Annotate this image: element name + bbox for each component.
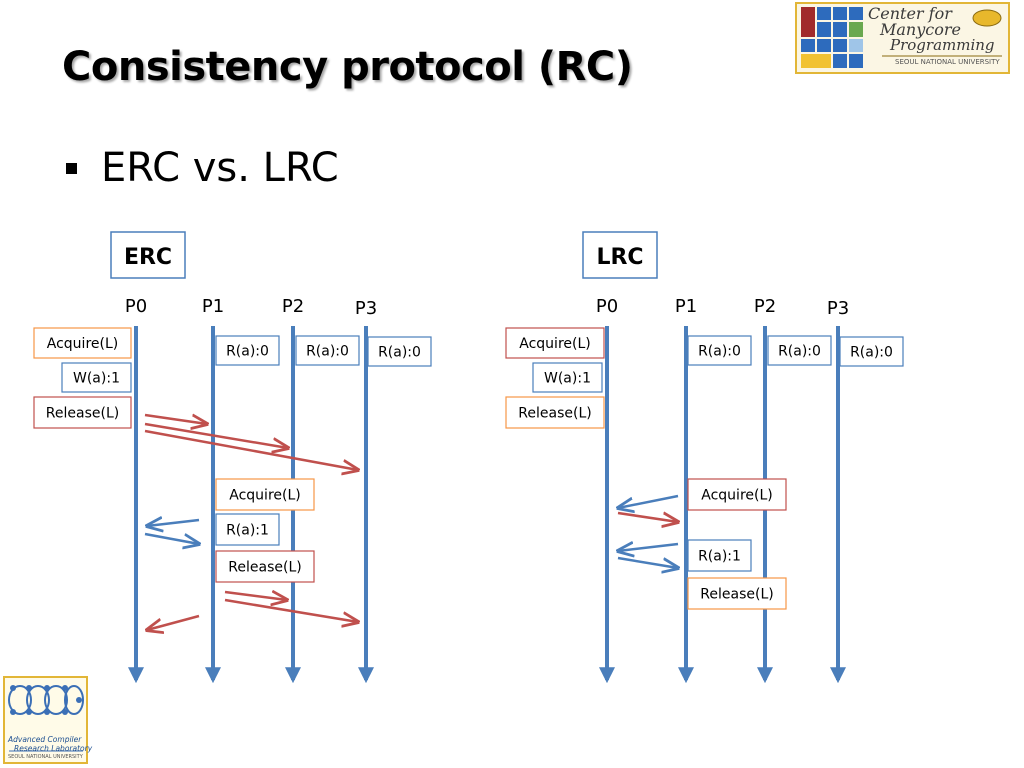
lrc-operation-text: R(a):0 [778, 344, 821, 360]
erc-operation-text: Release(L) [46, 406, 119, 422]
erc-operation-text: Acquire(L) [47, 336, 118, 352]
erc-processor-label-p2: P2 [282, 296, 304, 317]
slide-title: Consistency protocol (RC) [62, 44, 633, 90]
erc-processor-label-p3: P3 [355, 298, 377, 319]
acrl-university: SEOUL NATIONAL UNIVERSITY [8, 754, 83, 760]
lrc-processor-label-p2: P2 [754, 296, 776, 317]
erc-request-message-arrow [147, 520, 200, 526]
erc-release-message-arrow [147, 614, 200, 630]
acrl-line-2: Research Laboratory [14, 744, 93, 753]
lrc-operation-box: R(a):1 [687, 539, 752, 572]
erc-processor-label-p0: P0 [125, 296, 147, 317]
lrc-operation-text: Acquire(L) [701, 488, 772, 504]
bullet-item: ERC vs. LRC [66, 145, 339, 191]
erc-operation-text: W(a):1 [73, 371, 120, 387]
lrc-operation-box: R(a):0 [839, 336, 904, 367]
lrc-processor-label-p3: P3 [827, 298, 849, 319]
erc-operation-text: R(a):0 [306, 344, 349, 360]
lrc-release-message-arrow [617, 513, 678, 522]
erc-operation-text: R(a):0 [378, 345, 421, 361]
lrc-operation-box: R(a):0 [687, 335, 752, 366]
erc-operation-box: Acquire(L) [215, 478, 315, 511]
erc-operation-box: Acquire(L) [33, 327, 132, 359]
lrc-operation-text: W(a):1 [544, 371, 591, 387]
lrc-request-message-arrow [618, 494, 679, 508]
lrc-operation-text: Release(L) [518, 406, 591, 422]
erc-release-message-arrow [144, 422, 288, 448]
lrc-processor-label-p0: P0 [596, 296, 618, 317]
erc-label-box [110, 231, 186, 279]
erc-operation-box: R(a):0 [215, 335, 280, 366]
erc-operation-text: Release(L) [228, 560, 301, 576]
lrc-operation-text: R(a):1 [698, 549, 741, 565]
erc-label: ERC [124, 245, 172, 270]
erc-request-message-arrow [144, 532, 199, 544]
advanced-compiler-research-laboratory-logo [3, 676, 88, 764]
lrc-operation-text: Acquire(L) [519, 336, 590, 352]
logo-line-2: Manycore [880, 20, 961, 39]
erc-operation-box: R(a):0 [295, 335, 360, 366]
logo-line-1: Center for [868, 4, 952, 23]
erc-operation-text: Acquire(L) [229, 488, 300, 504]
lrc-request-message-arrow [618, 544, 679, 551]
erc-operation-box: W(a):1 [61, 362, 132, 393]
erc-operation-text: R(a):1 [226, 523, 269, 539]
lrc-label-box [582, 231, 658, 279]
erc-release-message-arrow [224, 592, 287, 600]
erc-operation-text: R(a):0 [226, 344, 269, 360]
lrc-operation-text: R(a):0 [698, 344, 741, 360]
lrc-processor-label-p1: P1 [675, 296, 697, 317]
lrc-operation-box: R(a):0 [767, 335, 832, 366]
logo-line-3: Programming [890, 36, 995, 54]
lrc-operation-text: R(a):0 [850, 345, 893, 361]
lrc-operation-box: Acquire(L) [687, 478, 787, 511]
acrl-line-1: Advanced Compiler [8, 735, 82, 744]
logo-university: SEOUL NATIONAL UNIVERSITY [895, 58, 1000, 66]
bullet-text: ERC vs. LRC [101, 145, 339, 191]
lrc-operation-box: Acquire(L) [505, 327, 605, 359]
square-bullet-icon [66, 162, 77, 174]
lrc-operation-box: Release(L) [505, 396, 605, 429]
erc-release-message-arrow [144, 429, 358, 470]
erc-operation-box: Release(L) [215, 550, 315, 583]
erc-operation-box: R(a):0 [367, 336, 432, 367]
lrc-operation-box: Release(L) [687, 577, 787, 610]
erc-processor-label-p1: P1 [202, 296, 224, 317]
lrc-label: LRC [596, 245, 643, 270]
erc-release-message-arrow [144, 415, 207, 424]
lrc-request-message-arrow [617, 556, 678, 568]
erc-release-message-arrow [224, 598, 358, 622]
lrc-operation-text: Release(L) [700, 587, 773, 603]
center-for-manycore-programming-logo [795, 2, 1010, 74]
erc-operation-box: Release(L) [33, 396, 132, 429]
lrc-operation-box: W(a):1 [532, 362, 603, 393]
erc-operation-box: R(a):1 [215, 513, 280, 546]
